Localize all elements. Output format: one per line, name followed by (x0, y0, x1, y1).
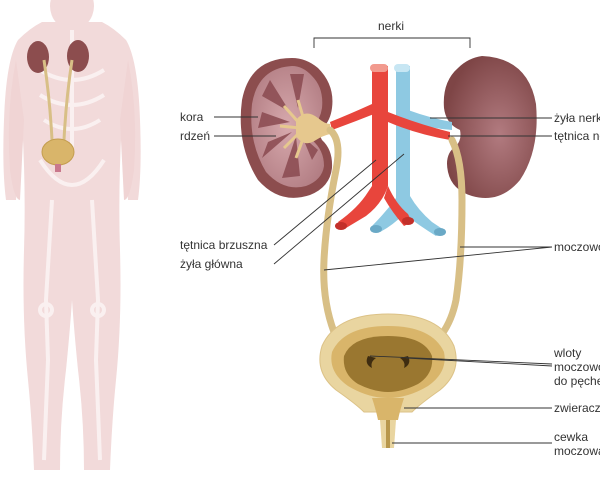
label-ureter-openings-line3: do pęcherza (554, 374, 600, 388)
label-cortex: kora (180, 110, 204, 124)
renal-vein (408, 110, 452, 130)
vena-cava (372, 66, 444, 236)
body-skeleton (38, 30, 106, 461)
label-urethra-line2: moczowa (554, 444, 600, 458)
left-kidney-cross-section (240, 58, 333, 198)
small-bladder (41, 138, 75, 166)
label-ureter-openings: wloty moczowodów do pęcherza (553, 346, 600, 388)
label-vena-cava: żyła główna (180, 257, 243, 271)
body-silhouette (3, 0, 141, 470)
small-ureters (42, 59, 74, 141)
renal-artery (388, 112, 450, 140)
right-kidney (443, 56, 537, 198)
label-renal-artery: tętnica nerkowa (554, 129, 600, 143)
abdominal-aorta (338, 66, 388, 228)
label-ureters: moczowody (554, 240, 600, 254)
label-sphincter: zwieracz (554, 401, 600, 415)
label-abdominal-aorta: tętnica brzuszna (180, 238, 268, 252)
label-medulla: rdzeń (180, 129, 210, 143)
right-ureter (438, 136, 466, 338)
label-kidneys: nerki (378, 19, 404, 33)
label-ureter-openings-line2: moczowodów (554, 360, 600, 374)
label-ureter-openings-line1: wloty (553, 346, 581, 360)
label-urethra: cewka moczowa (554, 430, 600, 458)
label-renal-vein: żyła nerkowa (554, 111, 600, 125)
bladder (319, 313, 457, 448)
label-urethra-line1: cewka (554, 430, 588, 444)
left-ureter (320, 126, 342, 336)
